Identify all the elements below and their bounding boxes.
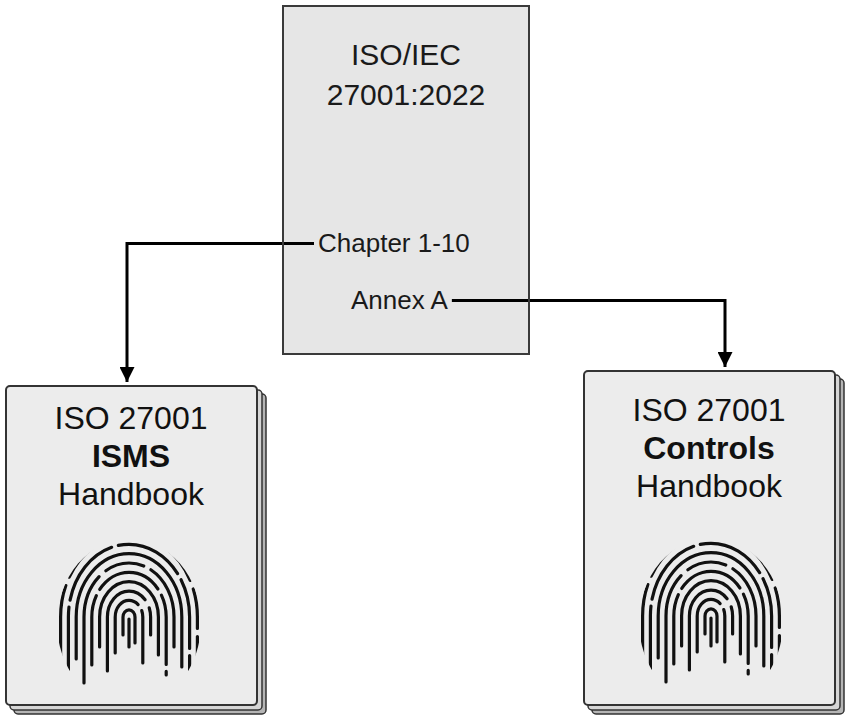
section-label: Chapter 1-10 bbox=[318, 228, 470, 259]
handbook-cover: ISO 27001ISMSHandbook bbox=[5, 385, 267, 715]
fingerprint-icon bbox=[635, 525, 787, 694]
standard-document: Chapter 1-10Annex A ISO/IEC 27001:2022 bbox=[282, 5, 530, 355]
flow-arrow bbox=[452, 301, 725, 368]
book-title-line: ISO 27001 bbox=[5, 399, 257, 437]
book-subject: Controls bbox=[583, 429, 835, 467]
document-title: ISO/IEC 27001:2022 bbox=[284, 35, 528, 115]
document-fill bbox=[282, 5, 530, 355]
book-subject: ISMS bbox=[5, 437, 257, 475]
book-title-line: Handbook bbox=[583, 467, 835, 505]
section-label: Annex A bbox=[351, 285, 448, 316]
book-title-line: Handbook bbox=[5, 475, 257, 513]
flow-arrow bbox=[127, 244, 314, 383]
handbook-cover: ISO 27001ControlsHandbook bbox=[583, 370, 845, 715]
book-title-line: ISO 27001 bbox=[583, 391, 835, 429]
section-label-box: Chapter 1-10 bbox=[314, 226, 474, 261]
section-label-box: Annex A bbox=[347, 283, 452, 318]
fingerprint-icon bbox=[53, 526, 205, 695]
